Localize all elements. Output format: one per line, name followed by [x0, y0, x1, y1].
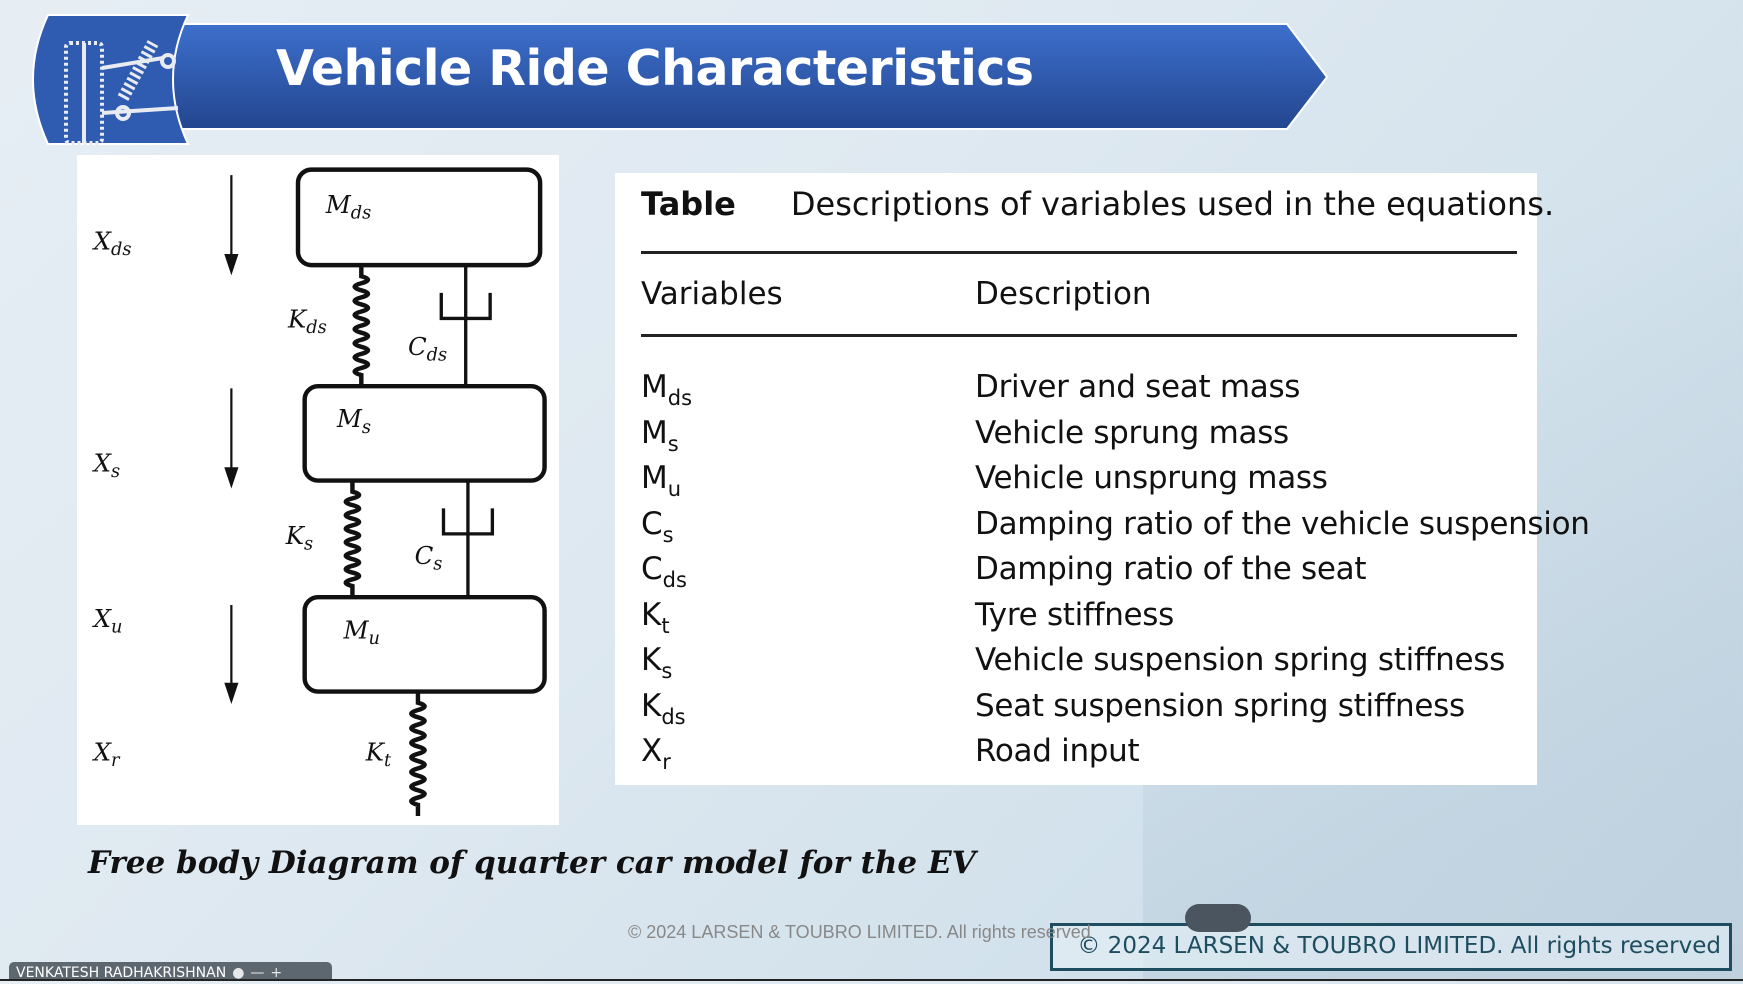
label-xds: Xds	[92, 227, 132, 261]
copyright-text: © 2024 LARSEN & TOUBRO LIMITED. All righ…	[628, 922, 1091, 942]
presenter-tag: VENKATESH RADHAKRISHNAN ● — +	[9, 962, 332, 981]
table-row: Ks Vehicle suspension spring stiffness	[641, 642, 1521, 687]
label-xs: Xs	[92, 449, 121, 483]
column-header-description: Description	[975, 276, 1152, 312]
variable-description: Driver and seat mass	[975, 369, 1301, 405]
label-mu: Mu	[343, 615, 380, 649]
variable-symbol: Mds	[641, 369, 693, 410]
copyright-box-text: © 2024 LARSEN & TOUBRO LIMITED. All righ…	[1077, 933, 1721, 959]
variable-description: Seat suspension spring stiffness	[975, 687, 1465, 724]
suspension-icon	[18, 13, 190, 146]
label-kds: Kds	[287, 304, 327, 338]
variable-symbol: Kt	[641, 596, 670, 638]
label-xr: Xr	[92, 737, 121, 771]
plug-icon	[1185, 904, 1251, 932]
spring-kds	[352, 265, 371, 387]
table-row: Mds Driver and seat mass	[641, 369, 1521, 414]
table-row: Ms Vehicle sprung mass	[641, 415, 1521, 460]
variable-description: Vehicle sprung mass	[975, 414, 1289, 451]
arrow-xs	[224, 388, 239, 489]
variable-description: Tyre stiffness	[975, 596, 1175, 633]
mass-box-mds	[295, 167, 543, 268]
variable-symbol: Cs	[641, 505, 674, 547]
person-icon: ●	[232, 965, 245, 981]
presenter-name: VENKATESH RADHAKRISHNAN	[16, 965, 227, 981]
variable-description: Vehicle suspension spring stiffness	[975, 642, 1505, 678]
table-rule-mid	[641, 334, 1517, 337]
variable-description: Road input	[975, 733, 1140, 769]
spring-kt	[409, 691, 427, 816]
variable-symbol: Kds	[641, 687, 686, 729]
copyright-box: © 2024 LARSEN & TOUBRO LIMITED. All righ…	[1050, 923, 1732, 971]
page-title: Vehicle Ride Characteristics	[276, 40, 1034, 97]
table-row: Cs Damping ratio of the vehicle suspensio…	[641, 505, 1590, 551]
damper-cs	[441, 480, 495, 598]
column-header-variables: Variables	[641, 276, 783, 312]
table-row: Cds Damping ratio of the seat	[641, 551, 1521, 596]
plus-icon[interactable]: +	[270, 965, 283, 981]
variable-symbol: Cds	[641, 551, 687, 592]
bottom-bar	[0, 979, 1743, 981]
variable-symbol: Mu	[641, 460, 682, 501]
table-row: Mu Vehicle unsprung mass	[641, 460, 1521, 505]
mass-box-ms	[302, 383, 547, 483]
spring-ks	[343, 480, 362, 598]
table-row: Kds Seat suspension spring stiffness	[641, 688, 1521, 733]
label-ms: Ms	[336, 404, 371, 438]
label-ks: Ks	[285, 521, 313, 555]
label-xu: Xu	[92, 604, 123, 638]
diagram-caption: Free body Diagram of quarter car model f…	[88, 845, 976, 881]
variable-symbol: Ks	[641, 642, 673, 683]
arrow-xds	[224, 175, 239, 276]
arrow-xu	[224, 604, 239, 704]
variable-symbol: Ms	[641, 414, 679, 456]
variable-description: Vehicle unsprung mass	[975, 460, 1328, 496]
label-cds: Cds	[408, 332, 447, 366]
table-row: Kt Tyre stiffness	[641, 597, 1521, 642]
mass-box-mu	[302, 594, 547, 694]
variable-description: Damping ratio of the vehicle suspension	[975, 505, 1590, 542]
variable-description: Damping ratio of the seat	[975, 551, 1367, 587]
label-kt: Kt	[365, 737, 392, 771]
table-rule-top	[641, 251, 1517, 254]
label-mds: Mds	[325, 190, 372, 224]
damper-cds	[439, 265, 492, 387]
quarter-car-diagram: Mds Ms Mu Xds Xs Xu Xr Kds Ks Kt Cds Cs	[77, 155, 559, 825]
variable-symbol: Xr	[641, 733, 671, 774]
label-cs: Cs	[415, 541, 443, 575]
minimize-icon[interactable]: —	[250, 965, 265, 981]
table-row: Xr Road input	[641, 733, 1521, 778]
